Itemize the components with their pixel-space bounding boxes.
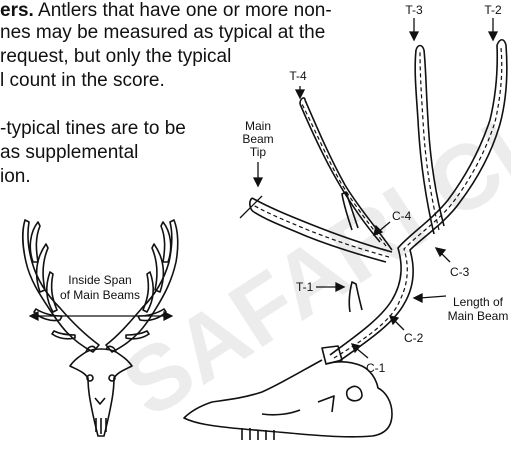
label-c4: C-4: [392, 209, 412, 223]
label-c3: C-3: [450, 265, 470, 279]
label-t3: T-3: [405, 3, 423, 17]
label-c1: C-1: [366, 361, 386, 375]
label-main-beam-tip-3: Tip: [250, 145, 267, 159]
label-main-beam-tip-2: Beam: [242, 132, 273, 146]
label-t1: T-1: [296, 280, 314, 294]
paragraph-line-6: as supplemental: [0, 142, 138, 164]
paragraph-bold-lead: ers.: [0, 0, 34, 21]
inside-span-label-line2: of Main Beams: [60, 288, 140, 302]
label-t2: T-2: [484, 3, 502, 17]
paragraph-line-1-rest: Antlers that have one or more non-: [34, 0, 332, 21]
paragraph-line-3: request, but only the typical: [0, 46, 231, 68]
paragraph-line-4: l count in the score.: [0, 70, 165, 92]
label-length-main-beam-2: Main Beam: [448, 309, 509, 323]
paragraph-line-1: ers. Antlers that have one or more non-: [0, 0, 332, 22]
paragraph-line-7: ion.: [0, 166, 31, 188]
label-length-main-beam-1: Length of: [453, 295, 504, 309]
inside-span-label-line1: Inside Span: [68, 273, 131, 287]
label-main-beam-tip-1: Main: [245, 119, 271, 133]
label-c2: C-2: [404, 331, 424, 345]
paragraph-line-2: nes may be measured as typical at the: [0, 22, 325, 44]
label-t4: T-4: [289, 69, 307, 83]
paragraph-line-5: -typical tines are to be: [0, 118, 186, 140]
